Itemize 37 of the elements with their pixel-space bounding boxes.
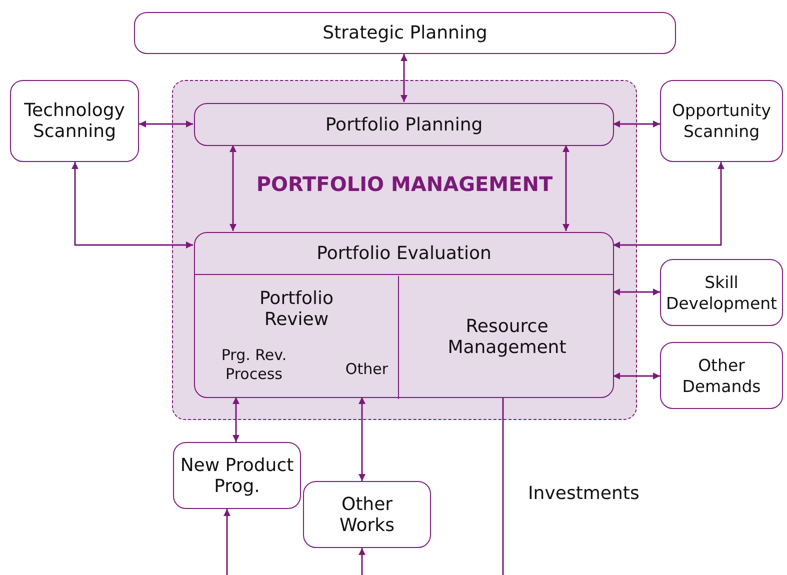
arrow (562, 145, 570, 231)
process-box (173, 442, 301, 509)
process-box (194, 103, 614, 146)
arrow (72, 162, 193, 248)
sub-label: Other (345, 360, 388, 379)
arrow (139, 120, 193, 128)
arrow (232, 397, 240, 442)
arrow (613, 372, 660, 380)
process-box (660, 259, 783, 326)
box-label: Technology Scanning (23, 100, 126, 142)
arrow (230, 145, 236, 231)
arrow (613, 288, 660, 296)
arrow (358, 548, 366, 575)
box-label: Strategic Planning (322, 22, 488, 44)
box-label: Other Works (338, 494, 396, 536)
arrow (358, 397, 366, 481)
group-container (172, 80, 637, 420)
sub-label: Prg. Rev. Process (220, 346, 288, 384)
process-box (660, 80, 783, 162)
process-box (134, 12, 676, 54)
arrow (613, 120, 660, 128)
arrow (224, 509, 230, 575)
box-label: Portfolio Planning (324, 114, 484, 135)
box-label: Portfolio Review (258, 288, 335, 330)
process-box (194, 232, 614, 398)
section-heading: Portfolio Evaluation (316, 243, 492, 264)
box-label: Skill Development (664, 272, 778, 314)
arrow (400, 54, 408, 102)
box-label: Resource Management (446, 316, 568, 358)
process-box (10, 80, 139, 162)
process-box (303, 481, 431, 548)
box-label: Other Demands (681, 354, 762, 396)
process-box (660, 342, 783, 409)
box-label: New Product Prog. (180, 454, 294, 496)
arrow (613, 162, 724, 248)
box-label: Opportunity Scanning (670, 100, 772, 142)
group-title: PORTFOLIO MANAGEMENT (255, 174, 554, 195)
